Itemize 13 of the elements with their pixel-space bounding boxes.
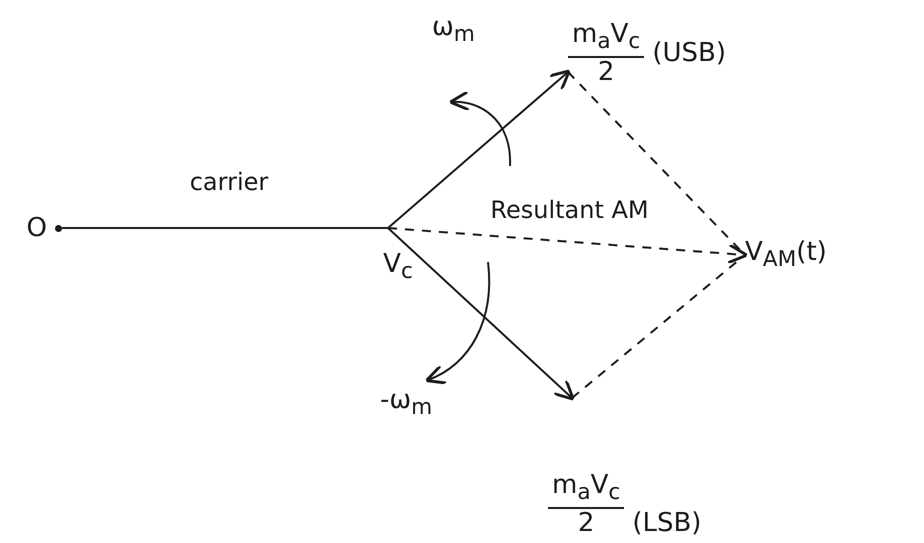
fraction: m$_{a}$V$_{c}$ 2 [568, 20, 644, 86]
angular-frequency-label: ω$_{m}$ [432, 12, 475, 48]
node-label: O [26, 214, 47, 242]
dashed-line [571, 254, 746, 399]
sideband-label: (USB) [652, 38, 726, 68]
dashed-line [388, 227, 748, 264]
node-label: V$_{c}$ [383, 250, 413, 284]
sideband-label: (LSB) [632, 509, 702, 538]
fraction: m$_{a}$V$_{c}$ 2 [548, 471, 624, 538]
phasor-arrow [387, 227, 575, 401]
phasor-arrow [387, 69, 571, 229]
node-label: V$_{AM}$(t) [745, 238, 827, 272]
angular-frequency-label: -ω$_{m}$ [380, 385, 432, 420]
